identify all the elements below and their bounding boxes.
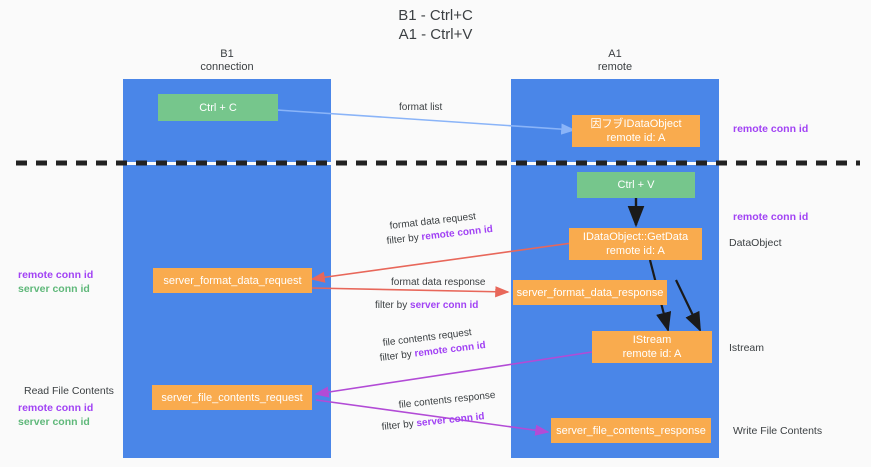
node-idataobject-top-line2: remote id: A (606, 132, 666, 144)
column-header-a1-role: remote (597, 61, 633, 73)
column-header-b1: B1 connection (123, 48, 331, 74)
filter-prefix: filter by (381, 418, 418, 433)
node-istream[interactable]: IStream remote id: A (592, 331, 712, 363)
title-line-2: A1 - Ctrl+V (398, 26, 473, 43)
column-header-a1-name: A1 (608, 48, 622, 60)
node-getdata-line2: remote id: A (606, 245, 665, 257)
annotation-left-server-conn-id: server conn id (18, 283, 90, 295)
edge-label-file-contents-response-filter: filter by server conn id (381, 410, 485, 434)
annotation-remote-conn-id-text: remote conn id (733, 123, 809, 135)
node-server-file-contents-request[interactable]: server_file_contents_request (152, 385, 312, 410)
filter-key-server-conn-id: server conn id (410, 300, 479, 311)
diagram-title: B1 - Ctrl+C A1 - Ctrl+V (0, 6, 871, 44)
annotation-remote-conn-id-text: remote conn id (733, 211, 809, 223)
column-header-b1-name: B1 (220, 48, 234, 60)
filter-key-server-conn-id: server conn id (415, 411, 486, 430)
annotation-right-dataobject: DataObject (729, 236, 782, 250)
node-server-file-contents-response[interactable]: server_file_contents_response (551, 418, 711, 443)
node-idataobject-top-line1: 因フヺIDataObject (590, 118, 682, 130)
annotation-read-file-contents-text: Read File Contents (24, 385, 114, 397)
filter-prefix: filter by (379, 348, 416, 364)
annotation-right-write-file-contents: Write File Contents (733, 424, 822, 438)
filter-prefix: filter by (375, 300, 411, 311)
node-server-format-data-request-label: server_format_data_request (163, 274, 302, 287)
lane-a1-bottom (511, 165, 719, 458)
node-server-file-contents-response-label: server_file_contents_response (556, 424, 706, 437)
node-server-file-contents-request-label: server_file_contents_request (161, 391, 303, 404)
edge-label-file-contents-response-text: file contents response (398, 389, 497, 411)
edge-label-format-data-response-filter: filter by server conn id (375, 299, 478, 312)
node-idataobject-getdata[interactable]: IDataObject::GetData remote id: A (569, 228, 702, 260)
annotation-right-istream: Istream (729, 341, 764, 355)
edge-label-format-data-response: format data response (391, 276, 486, 289)
node-getdata-line1: IDataObject::GetData (582, 231, 689, 243)
annotation-dataobject-text: DataObject (729, 237, 782, 249)
node-istream-line2: remote id: A (622, 348, 682, 360)
node-server-format-data-response[interactable]: server_format_data_response (513, 280, 667, 305)
node-istream-line1: IStream (632, 334, 672, 346)
edge-label-format-data-response-text: format data response (391, 277, 486, 288)
edge-label-format-list: format list (399, 101, 442, 114)
title-line-1: B1 - Ctrl+C (398, 7, 473, 24)
node-ctrl-c[interactable]: Ctrl + C (158, 94, 278, 121)
column-header-a1: A1 remote (511, 48, 719, 74)
annotation-left-conn-ids: remote conn id server conn id (18, 268, 93, 296)
filter-prefix: filter by (386, 232, 423, 247)
column-header-b1-role: connection (200, 61, 254, 73)
node-idataobject-top[interactable]: 因フヺIDataObject remote id: A (572, 115, 700, 147)
edge-label-file-contents-response: file contents response (398, 389, 496, 412)
node-server-format-data-response-label: server_format_data_response (516, 286, 664, 299)
annotation-left-bottom-remote-conn-id: remote conn id (18, 402, 94, 414)
lane-b1-bottom (123, 165, 331, 458)
node-server-format-data-request[interactable]: server_format_data_request (153, 268, 312, 293)
annotation-left-remote-conn-id: remote conn id (18, 269, 94, 281)
node-ctrl-v-label: Ctrl + V (617, 179, 655, 191)
annotation-istream-text: Istream (729, 342, 765, 354)
edge-label-format-list-text: format list (399, 102, 443, 113)
annotation-write-file-contents-text: Write File Contents (733, 425, 823, 437)
node-ctrl-v[interactable]: Ctrl + V (577, 172, 695, 198)
annotation-right-remote-conn-id-top: remote conn id (733, 122, 808, 136)
node-ctrl-c-label: Ctrl + C (199, 101, 237, 114)
annotation-right-remote-conn-id-mid: remote conn id (733, 210, 808, 224)
annotation-left-bottom-conn-ids: remote conn id server conn id (18, 401, 93, 429)
annotation-left-read-file-contents: Read File Contents (24, 384, 114, 398)
annotation-left-bottom-server-conn-id: server conn id (18, 416, 90, 428)
